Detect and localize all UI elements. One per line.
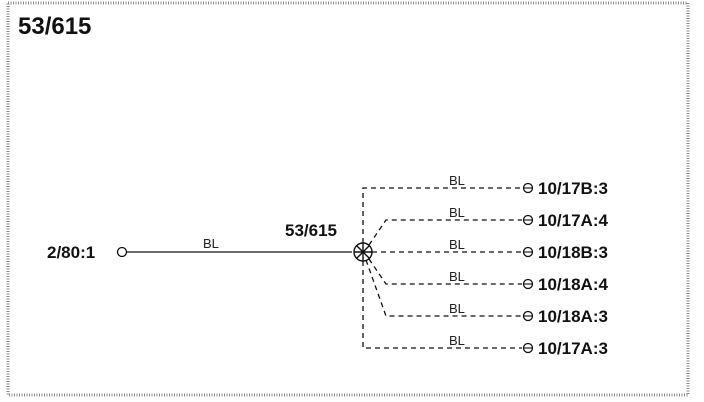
branch-wire-4 [368,258,522,285]
branch-wire-label-1: BL [449,173,465,188]
branch-terminal-4 [522,278,534,290]
source-wire-label: BL [203,236,219,251]
branch-wire-6 [362,261,522,349]
branch-connector-label-2: 10/17A:4 [538,211,608,230]
branch-terminal-2 [522,214,534,226]
branch-connector-label-5: 10/18A:3 [538,307,608,326]
branch-wire-5 [365,259,522,317]
branch-wire-label-2: BL [449,205,465,220]
branch-terminal-6 [522,342,534,354]
branch-terminal-5 [522,310,534,322]
branch-connector-label-4: 10/18A:4 [538,275,608,294]
source-connector-label: 2/80:1 [47,243,95,262]
source-terminal-icon [116,246,128,258]
branch-wire-label-4: BL [449,269,465,284]
branch-terminal-1 [522,182,534,194]
branch-wire-label-6: BL [449,333,465,348]
diagram-border [6,1,690,397]
branch-connector-label-1: 10/17B:3 [538,179,608,198]
branch-wire-label-3: BL [449,237,465,252]
branch-wire-1 [362,187,522,243]
branch-wires [362,187,522,349]
branch-terminal-3 [522,246,534,258]
splice-label: 53/615 [285,221,337,240]
branch-wire-label-5: BL [449,301,465,316]
splice-icon [353,242,373,262]
branch-connector-label-3: 10/18B:3 [538,243,608,262]
branch-connector-label-6: 10/17A:3 [538,339,608,358]
branch-wire-2 [368,219,522,246]
diagram-title: 53/615 [18,13,91,40]
